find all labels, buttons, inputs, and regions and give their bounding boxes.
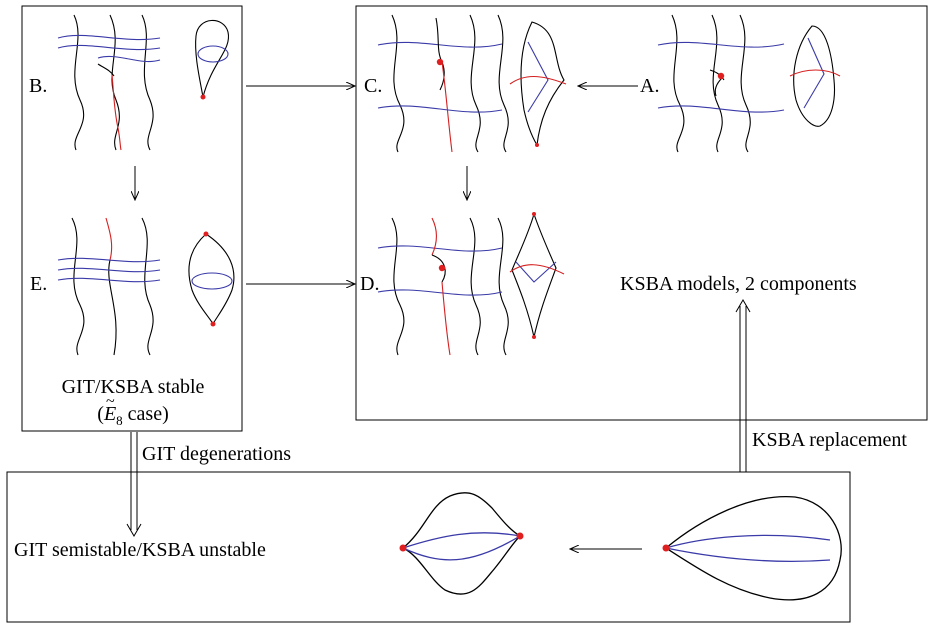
e8-case-suffix: case) bbox=[122, 403, 169, 425]
e8-open-paren: ( bbox=[97, 403, 104, 425]
panel-e-surface bbox=[188, 231, 235, 327]
label-c: C. bbox=[364, 75, 383, 97]
panel-d-surface bbox=[438, 212, 565, 339]
box-ksba-models bbox=[355, 5, 928, 421]
label-git-semistable: GIT semistable/KSBA unstable bbox=[14, 539, 266, 561]
panel-c-surface bbox=[436, 21, 567, 147]
label-git-degenerations: GIT degenerations bbox=[142, 443, 292, 465]
label-git-ksba-stable: GIT/KSBA stable bbox=[61, 376, 205, 398]
label-a: A. bbox=[640, 75, 660, 97]
panel-c-curves bbox=[377, 14, 509, 153]
label-b: B. bbox=[29, 75, 48, 97]
panel-b-curves bbox=[57, 14, 161, 151]
double-arrow-git-degenerations bbox=[126, 432, 142, 537]
panel-e-curves bbox=[57, 217, 161, 356]
panel-a-curves bbox=[657, 14, 785, 153]
label-ksba-replacement: KSBA replacement bbox=[752, 429, 907, 451]
panel-a-surface bbox=[717, 25, 841, 127]
label-ksba-models: KSBA models, 2 components bbox=[620, 273, 857, 295]
bottom-left-surface bbox=[399, 492, 524, 595]
box-git-semistable bbox=[6, 471, 851, 623]
e8-symbol: ~E bbox=[103, 393, 117, 425]
box-git-ksba-stable bbox=[21, 5, 243, 432]
label-e: E. bbox=[30, 273, 48, 295]
bottom-right-surface bbox=[662, 495, 842, 601]
double-arrow-ksba-replacement bbox=[735, 299, 751, 472]
panel-d-curves bbox=[377, 217, 509, 356]
label-e8-case: (~E8 case) bbox=[52, 393, 214, 428]
panel-b-surface bbox=[195, 19, 230, 100]
label-d: D. bbox=[360, 273, 380, 295]
e8-subscript: 8 bbox=[116, 413, 123, 428]
